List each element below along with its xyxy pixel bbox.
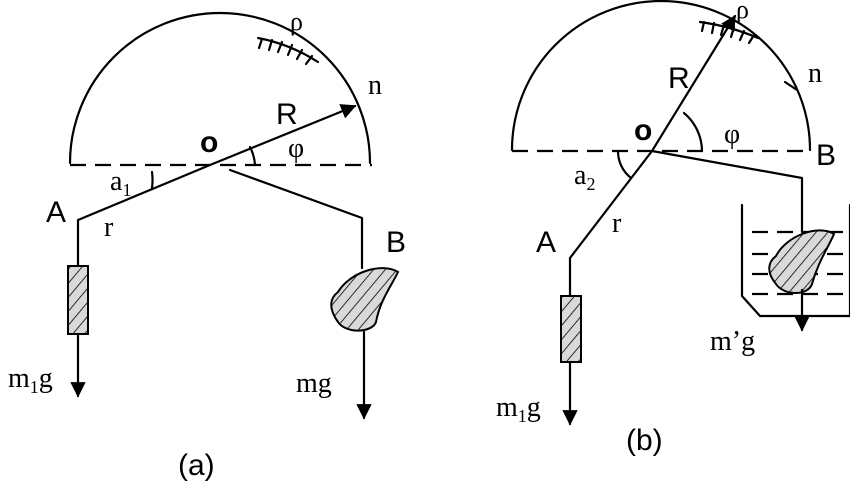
panel-b-angle-phi	[682, 111, 704, 153]
panel-a-scale-ticks	[256, 36, 320, 66]
panel-a-label-n: n	[368, 70, 382, 101]
panel-b-label-r: r	[612, 208, 622, 239]
panel-b-label-m1g: m1g	[496, 392, 541, 426]
panel-a-left-weight	[67, 265, 89, 335]
panel-a-label-A: A	[46, 196, 66, 229]
panel-a-caption: (a)	[178, 449, 215, 482]
panel-a-label-phi: φ	[288, 133, 304, 164]
panel-b-arm-b	[650, 149, 804, 234]
panel-b-radius-arrow	[650, 14, 737, 153]
panel-b-label-o: o	[634, 114, 652, 147]
panel-a-arc	[68, 11, 372, 165]
panel-b-label-B: B	[816, 139, 836, 172]
panel-a-angle-phi	[248, 145, 257, 167]
panel-a: ρ n R o φ a1 A r B m1g mg (a)	[8, 7, 406, 482]
panel-a-arm-b	[228, 168, 364, 270]
panel-b-arc	[510, 0, 812, 152]
panel-b-label-A: A	[536, 226, 556, 259]
panel-b-label-mprime-g: m’g	[710, 326, 755, 357]
panel-b-label-n: n	[808, 58, 822, 89]
panel-b-label-phi: φ	[724, 119, 740, 150]
panel-a-label-B: B	[386, 226, 406, 259]
panel-b-caption: (b)	[626, 424, 663, 457]
panel-a-specimen	[330, 267, 400, 332]
panel-b: ρ n R o φ B a2 A r m’g m1g (b)	[496, 0, 850, 457]
panel-a-label-mg: mg	[296, 368, 332, 399]
panel-a-label-r: r	[104, 212, 114, 243]
panel-a-radius-arrow	[208, 104, 357, 167]
panel-b-angle-a2	[616, 149, 633, 180]
panel-b-label-R: R	[668, 62, 690, 95]
panel-a-label-m1g: m1g	[8, 363, 53, 397]
panel-b-n-tick	[783, 80, 799, 92]
panel-b-label-a2: a2	[574, 160, 595, 194]
panel-b-beaker	[740, 203, 850, 318]
panel-b-specimen	[768, 229, 836, 294]
panel-a-label-o: o	[200, 126, 218, 159]
panel-a-arm-r	[76, 163, 212, 222]
panel-a-label-rho: ρ	[290, 7, 303, 36]
panel-b-left-weight	[560, 295, 582, 363]
panel-b-arm-r	[568, 149, 654, 260]
panel-a-label-a1: a1	[110, 166, 131, 200]
panel-a-label-R: R	[276, 98, 298, 131]
panel-b-label-rho: ρ	[736, 0, 749, 24]
panel-a-angle-a1	[150, 170, 154, 190]
